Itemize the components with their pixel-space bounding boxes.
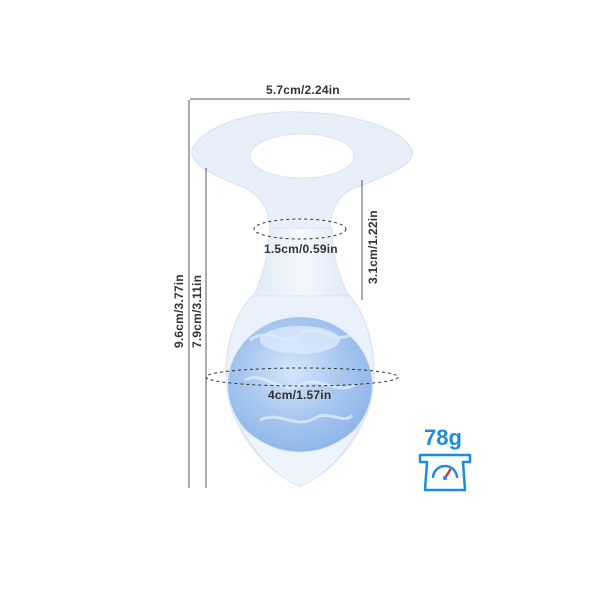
neck-length-label: 3.1cm/1.22in xyxy=(366,210,380,284)
insertable-length-label: 7.9cm/3.11in xyxy=(190,274,204,348)
bulb-diameter-label: 4cm/1.57in xyxy=(268,388,332,402)
tip xyxy=(239,424,361,487)
neck xyxy=(251,227,351,299)
neck-circumference-label: 1.5cm/0.59in xyxy=(264,242,338,256)
bulb-highlight xyxy=(260,326,340,354)
handle-hole xyxy=(249,133,355,179)
bulb-diameter-ring xyxy=(205,367,399,387)
top-width-label: 5.7cm/2.24in xyxy=(266,83,340,97)
weight-value: 78g xyxy=(424,425,462,450)
neck-circumference-ring xyxy=(253,218,347,240)
total-length-label: 9.6cm/3.77in xyxy=(172,274,186,348)
scale-icon xyxy=(418,453,472,492)
